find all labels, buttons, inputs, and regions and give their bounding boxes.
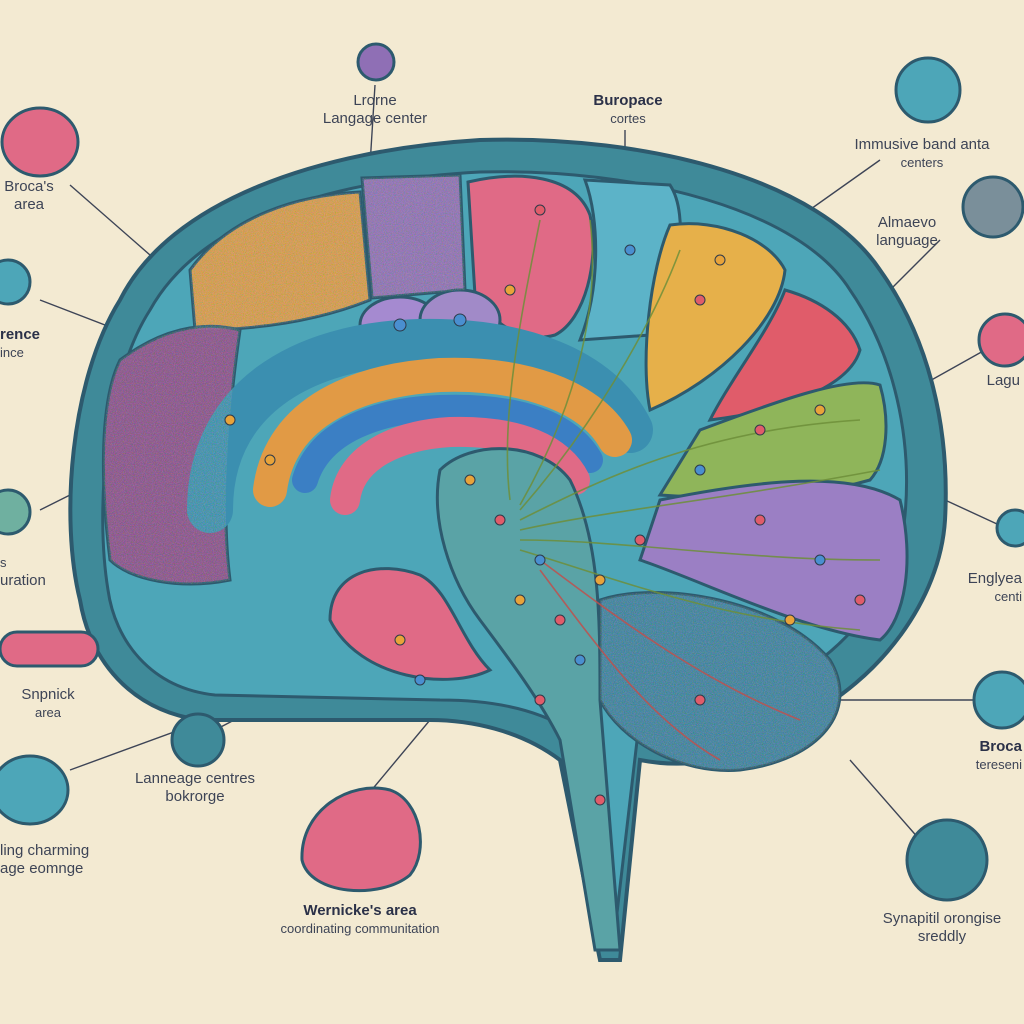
label-lagu: Lagu [960, 372, 1020, 390]
label-line: Broca [979, 738, 1022, 755]
label-line: cortes [610, 111, 646, 126]
label-ling-charming: ling charming age eomnge [0, 842, 120, 878]
label-englyea-cent: Englyea centi [946, 570, 1022, 606]
label-line: age eomnge [0, 860, 84, 877]
leader-line [849, 759, 921, 841]
teal-arc [187, 318, 653, 533]
cell-brain-small [300, 786, 422, 893]
texture-overlays [103, 175, 840, 771]
label-line: ince [0, 345, 24, 360]
label-line: Synapitil orongise [882, 910, 1002, 927]
label-line: ling charming [0, 842, 90, 859]
neuron-dots [224, 204, 866, 806]
label-line: area [13, 196, 45, 213]
cell-teal-left [0, 258, 32, 306]
cell-teal-small [170, 712, 226, 768]
label-line: Lagu [986, 372, 1020, 389]
neural-fibers [506, 219, 881, 761]
label-line: bokrorge [165, 788, 225, 805]
cell-teal-right-mid [995, 508, 1024, 548]
label-synaptic-node: Synapitil orongise sreddly [862, 910, 1022, 946]
cell-pink-right [977, 312, 1024, 368]
cell-teal-bottom-right [905, 818, 989, 902]
label-brocas-area-left: Broca's area [0, 178, 66, 214]
blue-arc [292, 394, 603, 493]
label-line: area [34, 705, 62, 720]
cell-pink [0, 106, 80, 178]
label-line: Lanneage centres [134, 770, 256, 787]
occipital-yellow-region [644, 222, 787, 413]
cell-teal-top-right [894, 56, 962, 124]
label-lanneage-centres: Lanneage centres bokrorge [128, 770, 262, 806]
satellite-cells [0, 42, 1024, 902]
orange-arc [253, 357, 632, 507]
label-line: Snpnick [21, 686, 75, 703]
cell-teal-right-low [972, 670, 1024, 730]
label-line: Buropace [593, 92, 663, 109]
temporal-violet-region [638, 479, 909, 642]
label-line: language [876, 232, 938, 249]
label-line: Broca's [4, 178, 54, 195]
label-line: centi [994, 589, 1022, 604]
label-line: uration [0, 572, 46, 589]
label-immusive-centers: Immusive band anta centers [832, 136, 1012, 172]
label-buropace: Buropace cortes [568, 92, 688, 128]
label-line: centers [900, 155, 944, 170]
cell-teal-left-mid [0, 488, 32, 536]
lower-pink-lobe [328, 567, 493, 681]
cell-multicolor-left [0, 754, 70, 826]
label-line: Langage center [322, 110, 428, 127]
label-line: sreddly [917, 928, 967, 945]
inner-arcs [187, 318, 653, 681]
cell-purple-top [356, 42, 396, 82]
label-rence-ince: rence ince [0, 326, 70, 362]
label-line: coordinating communitation [280, 921, 440, 936]
label-line: Lrorne [353, 92, 397, 109]
pink-arc [330, 416, 590, 515]
label-line: Wernicke's area [303, 902, 417, 919]
label-line: Immusive band anta [854, 136, 990, 153]
label-line: Almaevo [877, 214, 937, 231]
cell-capsule-left [0, 630, 100, 668]
label-snpnick-area: Snpnick area [8, 686, 88, 722]
label-almaevo-language: Almaevo language [852, 214, 962, 250]
label-broca-right: Broca tereseni [930, 738, 1022, 774]
label-lrorne-center: Lrorne Langage center [300, 92, 450, 128]
label-wernickes-area: Wernicke's area coordinating communitati… [260, 902, 460, 938]
label-s-uration: s uration [0, 554, 80, 590]
label-line: Englyea [967, 570, 1022, 587]
label-line: tereseni [975, 757, 1022, 772]
label-line: rence [0, 326, 41, 343]
cell-multicolor-right [961, 175, 1024, 239]
label-line: s [0, 555, 7, 570]
